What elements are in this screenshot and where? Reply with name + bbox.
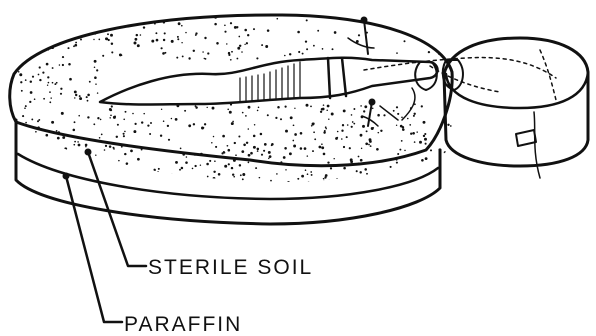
side-container	[444, 38, 588, 178]
label-paraffin: PARAFFIN	[124, 313, 242, 336]
sterile-soil-surface	[9, 13, 456, 185]
label-sterile-soil: STERILE SOIL	[148, 256, 313, 279]
paraffin-dish	[16, 120, 440, 224]
leader-lines	[63, 149, 147, 323]
earthworm	[100, 58, 438, 105]
